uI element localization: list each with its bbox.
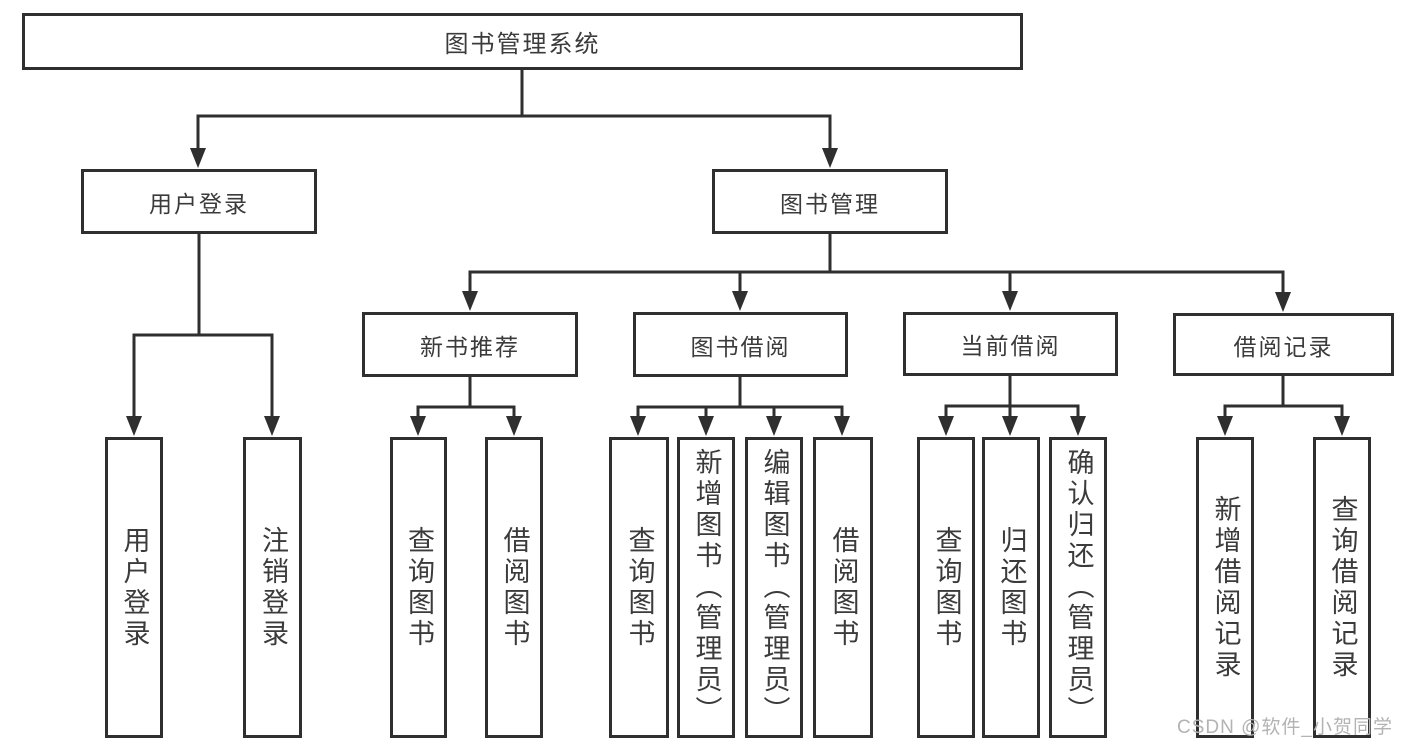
leaf-current-query-book-label: 查询图书 xyxy=(931,525,962,650)
leaf-record-add-borrow-record-label: 新增借阅记录 xyxy=(1210,494,1241,681)
leaf-current-confirm-return-admin-label: 确认归还（管理员） xyxy=(1063,448,1094,727)
leaf-current-return-book-label: 归还图书 xyxy=(996,525,1027,650)
leaf-newbook-borrow-book: 借阅图书 xyxy=(485,437,543,738)
leaf-borrow-query-book-label: 查询图书 xyxy=(624,525,655,650)
leaf-borrow-edit-book-admin: 编辑图书（管理员） xyxy=(745,437,803,738)
leaf-current-query-book: 查询图书 xyxy=(917,437,975,738)
leaf-user-login: 用户登录 xyxy=(105,437,163,738)
leaf-record-query-borrow-record-label: 查询借阅记录 xyxy=(1327,494,1358,681)
leaf-newbook-query-book-label: 查询图书 xyxy=(404,525,434,650)
leaf-borrow-borrow-book-label: 借阅图书 xyxy=(828,525,859,650)
leaf-borrow-borrow-book: 借阅图书 xyxy=(813,437,873,738)
leaf-borrow-edit-book-admin-label: 编辑图书（管理员） xyxy=(759,448,790,727)
watermark: CSDN @软件_小贺同学 xyxy=(1177,717,1393,738)
node-borrow-record: 借阅记录 xyxy=(1173,313,1394,376)
leaf-borrow-query-book: 查询图书 xyxy=(609,437,669,738)
leaf-logout-label: 注销登录 xyxy=(258,525,288,650)
node-book-borrow: 图书借阅 xyxy=(633,312,848,377)
leaf-borrow-add-book-admin: 新增图书（管理员） xyxy=(677,437,735,738)
leaf-borrow-add-book-admin-label: 新增图书（管理员） xyxy=(691,448,722,727)
leaf-newbook-borrow-book-label: 借阅图书 xyxy=(499,525,530,650)
leaf-current-confirm-return-admin: 确认归还（管理员） xyxy=(1049,437,1107,738)
node-user-login: 用户登录 xyxy=(81,169,317,234)
leaf-record-query-borrow-record: 查询借阅记录 xyxy=(1313,437,1371,738)
node-book-management: 图书管理 xyxy=(712,169,948,234)
leaf-record-add-borrow-record: 新增借阅记录 xyxy=(1196,437,1254,738)
node-current-borrow: 当前借阅 xyxy=(903,312,1118,376)
node-library-management-system: 图书管理系统 xyxy=(22,13,1023,70)
leaf-newbook-query-book: 查询图书 xyxy=(390,437,447,738)
leaf-user-login-label: 用户登录 xyxy=(119,525,150,650)
leaf-current-return-book: 归还图书 xyxy=(982,437,1040,738)
node-new-book-recommend: 新书推荐 xyxy=(362,312,578,377)
leaf-logout: 注销登录 xyxy=(243,437,302,738)
